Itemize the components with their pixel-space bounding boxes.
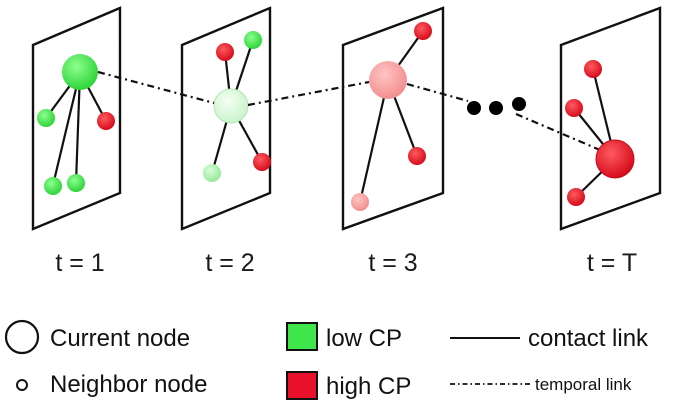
current-node-t3	[369, 61, 407, 99]
neighbor-node	[414, 22, 432, 40]
frame-t3-plane	[341, 6, 445, 231]
contact-links-t1	[45, 71, 107, 186]
frame-t2	[180, 6, 272, 231]
ellipsis-dot	[489, 101, 503, 115]
frame-label-t2: t = 2	[205, 249, 254, 277]
neighbor-node	[203, 164, 221, 182]
neighbor-node	[351, 193, 369, 211]
contact-link	[51, 71, 82, 186]
neighbor-node	[567, 188, 585, 206]
temporal-link-t3-dots	[406, 82, 469, 103]
temporal-links	[97, 70, 601, 152]
legend-current-node-icon	[4, 319, 40, 355]
legend-high-cp-label: high CP	[326, 373, 411, 400]
frame-label-t1: t = 1	[55, 249, 104, 277]
neighbor-node	[44, 177, 62, 195]
current-node-t2	[213, 88, 249, 124]
current-node-tT	[595, 139, 635, 179]
legend-current-node-label: Current node	[50, 325, 190, 352]
neighbor-node	[584, 60, 602, 78]
neighbor-node	[408, 147, 426, 165]
legend-neighbor-node-label: Neighbor node	[50, 371, 207, 398]
frame-t1	[31, 6, 122, 231]
legend-low-cp-swatch	[286, 322, 318, 351]
neighbor-node	[67, 174, 85, 192]
neighbor-node	[253, 153, 271, 171]
neighbor-node	[565, 99, 583, 117]
frame-label-t3: t = 3	[368, 249, 417, 277]
legend: Current node Neighbor node low CP high C…	[4, 319, 649, 400]
legend-high-cp-swatch	[286, 371, 318, 400]
temporal-link-dots-tT	[515, 112, 601, 152]
temporal-link-t1-t2	[97, 70, 215, 105]
current-node-t1	[62, 54, 98, 90]
neighbor-node	[216, 43, 234, 61]
ellipsis-dots	[467, 97, 526, 115]
legend-low-cp-label: low CP	[326, 325, 402, 352]
ellipsis-dot	[512, 97, 526, 111]
frame-tT-plane	[559, 6, 662, 231]
temporal-link-t2-t3	[247, 80, 370, 107]
neighbor-node	[37, 109, 55, 127]
frame-tT	[559, 6, 662, 231]
frame-t3	[341, 6, 445, 231]
legend-temporal-link-label: temporal link	[535, 375, 632, 394]
neighbor-node	[97, 112, 115, 130]
legend-neighbor-node-icon	[16, 379, 28, 391]
legend-contact-link-label: contact link	[528, 325, 649, 352]
frame-label-tT: t = T	[587, 249, 637, 277]
contact-link	[358, 79, 390, 203]
contact-link	[74, 71, 82, 184]
neighbor-node	[244, 31, 262, 49]
ellipsis-dot	[467, 101, 481, 115]
